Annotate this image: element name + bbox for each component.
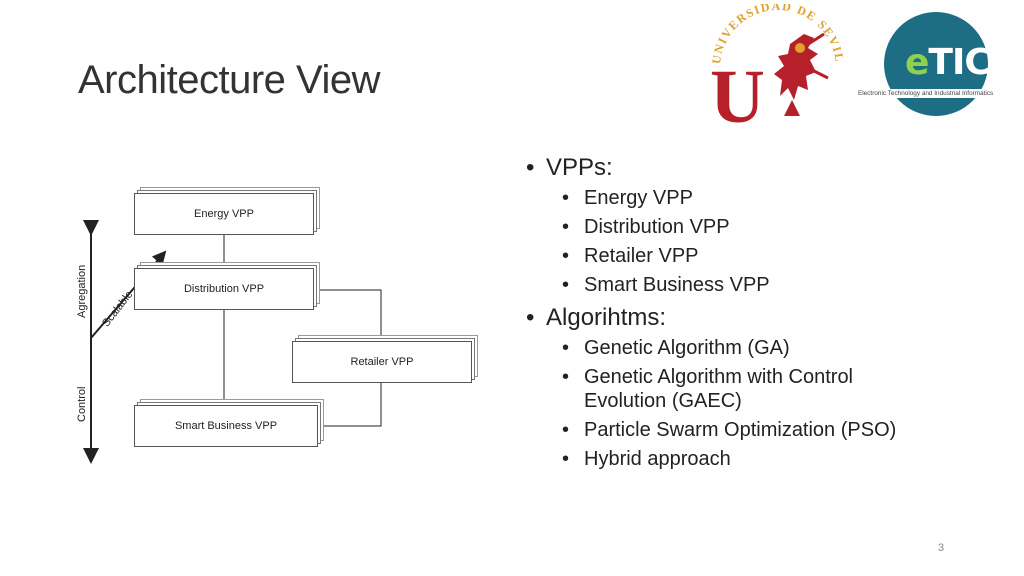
etic-logo-suffix: TIC	[928, 42, 990, 83]
university-of-seville-logo: UNIVERSIDAD DE SEVILLA U	[699, 0, 852, 139]
distribution-retailer-connector	[314, 289, 382, 340]
slide-title: Architecture View	[78, 58, 381, 102]
vpps-heading: VPPs:	[546, 154, 613, 181]
algorithms-heading: Algorihtms:	[546, 304, 667, 331]
scalable-arrow	[90, 250, 167, 339]
distribution-vpp-box: Distribution VPP	[134, 268, 314, 310]
list-item: Retailer VPP	[524, 244, 994, 268]
etic-logo-caption: Electronic Technology and Industrial Inf…	[858, 89, 1022, 98]
university-monogram: U	[710, 55, 765, 130]
energy-vpp-label: Energy VPP	[194, 208, 254, 220]
top-level-bullet-list: VPPs: Energy VPP Distribution VPP Retail…	[524, 152, 994, 471]
list-item: Distribution VPP	[524, 215, 994, 239]
angel-emblem-icon	[774, 32, 829, 116]
retailer-smartbusiness-connector	[318, 382, 382, 427]
bullet-content: VPPs: Energy VPP Distribution VPP Retail…	[524, 152, 994, 476]
architecture-diagram: Energy VPP Distribution VPP Retailer VPP…	[72, 180, 492, 470]
list-item: Smart Business VPP	[524, 273, 994, 297]
vpps-sublist-wrapper: Energy VPP Distribution VPP Retailer VPP…	[524, 186, 994, 297]
smart-business-vpp-box: Smart Business VPP	[134, 405, 318, 447]
retailer-vpp-label: Retailer VPP	[350, 356, 414, 368]
aggregation-axis-label: Agregation	[76, 264, 88, 318]
algorithms-bullet: Algorihtms:	[524, 302, 994, 333]
page-number: 3	[938, 542, 945, 554]
list-item: Hybrid approach	[524, 447, 994, 471]
etic-logo-wordmark: eTIC	[905, 42, 991, 83]
etic-logo-prefix: e	[905, 42, 929, 83]
algorithms-sublist: Genetic Algorithm (GA) Genetic Algorithm…	[524, 336, 994, 471]
list-item: Genetic Algorithm (GA)	[524, 336, 994, 360]
vpps-bullet: VPPs:	[524, 152, 994, 183]
etic-logo-circle	[884, 12, 988, 116]
list-item: Genetic Algorithm with Control Evolution…	[524, 365, 924, 413]
smart-business-vpp-label: Smart Business VPP	[174, 420, 278, 432]
diagram-connectors	[83, 220, 382, 464]
control-axis-label: Control	[76, 386, 88, 422]
retailer-vpp-box: Retailer VPP	[292, 341, 472, 383]
algorithms-sublist-wrapper: Genetic Algorithm (GA) Genetic Algorithm…	[524, 336, 994, 471]
etic-logo: eTIC Electronic Technology and Industria…	[856, 12, 1022, 118]
vpps-sublist: Energy VPP Distribution VPP Retailer VPP…	[524, 186, 994, 297]
energy-vpp-box: Energy VPP	[134, 193, 314, 235]
list-item: Particle Swarm Optimization (PSO)	[524, 418, 994, 442]
distribution-vpp-label: Distribution VPP	[183, 283, 265, 295]
list-item: Energy VPP	[524, 186, 994, 210]
